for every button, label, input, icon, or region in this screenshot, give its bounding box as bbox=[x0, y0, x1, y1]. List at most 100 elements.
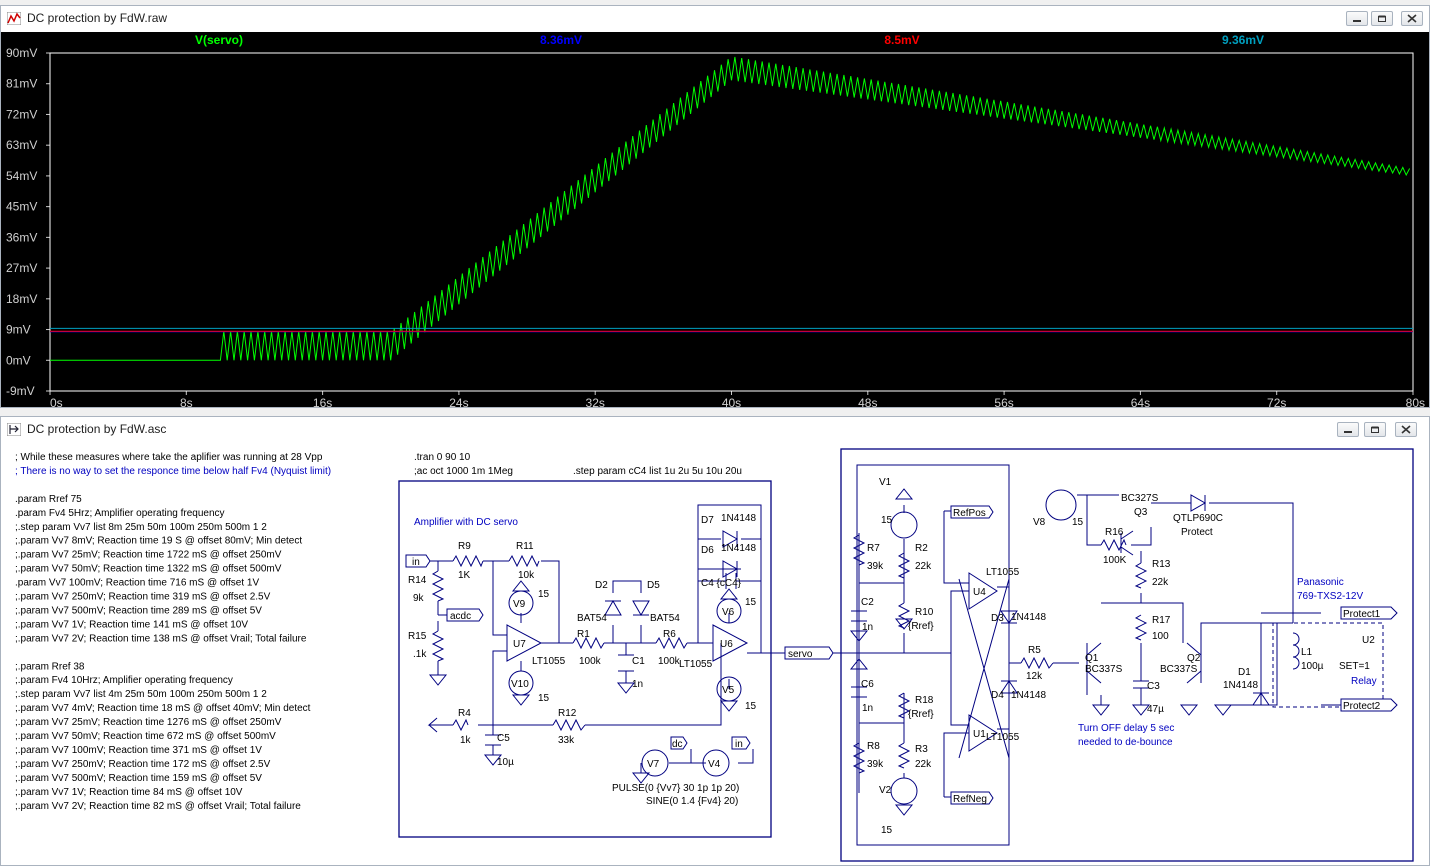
y-tick-label: 54mV bbox=[6, 169, 37, 183]
resistor-r15-symbol bbox=[431, 630, 445, 662]
r13-value: 22k bbox=[1152, 577, 1169, 588]
diode-d5-symbol bbox=[632, 600, 650, 617]
net-label-refneg[interactable]: RefNeg bbox=[953, 794, 987, 805]
r12-value: 33k bbox=[558, 735, 575, 746]
spice-comment-line[interactable]: .param Vv7 100mV; Reaction time 716 mS @… bbox=[15, 578, 259, 589]
net-label-protect2[interactable]: Protect2 bbox=[1343, 701, 1381, 712]
u6-name: U6 bbox=[720, 639, 733, 650]
spice-comment-line[interactable]: ;.param Vv7 500mV; Reaction time 289 mS … bbox=[15, 605, 262, 616]
schematic-app-icon bbox=[7, 423, 21, 436]
spice-comment-line[interactable]: ;.param Vv7 500mV; Reaction time 159 mS … bbox=[15, 773, 262, 784]
spice-comment-line[interactable]: ;.param Vv7 8mV; Reaction time 19 S @ of… bbox=[15, 536, 302, 547]
r2-value: 22k bbox=[915, 561, 932, 572]
step-directive[interactable]: .step param cC4 list 1u 2u 5u 10u 20u bbox=[573, 466, 742, 477]
u7-name: U7 bbox=[513, 639, 526, 650]
tran-directive[interactable]: .tran 0 90 10 bbox=[414, 452, 471, 463]
v4-name: V4 bbox=[708, 759, 721, 770]
x-tick-label: 72s bbox=[1267, 396, 1286, 407]
minimize-button[interactable] bbox=[1337, 422, 1359, 437]
legend-trace-3[interactable]: 9.36mV bbox=[1222, 33, 1264, 47]
legend-trace-0[interactable]: V(servo) bbox=[195, 33, 243, 47]
r10-value: {Rref} bbox=[908, 621, 934, 632]
v1-value: 15 bbox=[881, 515, 893, 526]
spice-comment-line[interactable]: ;.step param Vv7 list 8m 25m 50m 100m 25… bbox=[15, 522, 267, 533]
spice-comment-line[interactable]: ;.param Vv7 4mV; Reaction time 18 mS @ o… bbox=[15, 703, 311, 714]
opamp-u6-symbol bbox=[712, 624, 749, 662]
ground-symbol bbox=[428, 580, 739, 784]
schematic-canvas[interactable]: ; While these measures where take the ap… bbox=[1, 443, 1429, 865]
d1-value: 1N4148 bbox=[1223, 680, 1258, 691]
spice-comment-line[interactable]: ;.param Vv7 1V; Reaction time 84 mS @ of… bbox=[15, 787, 243, 798]
spice-comment-line[interactable]: ;.param Vv7 1V; Reaction time 141 mS @ o… bbox=[15, 619, 248, 630]
r18-name: R18 bbox=[915, 695, 934, 706]
net-label-servo[interactable]: servo bbox=[788, 649, 813, 660]
spice-comment-line[interactable]: ;.param Vv7 50mV; Reaction time 672 mS @… bbox=[15, 731, 276, 742]
spice-comment-line[interactable]: .param Fv4 5Hrz; Amplifier operating fre… bbox=[15, 508, 225, 519]
source-v1-symbol bbox=[890, 511, 918, 539]
restore-button[interactable] bbox=[1371, 11, 1393, 26]
d5-value: BAT54 bbox=[650, 613, 680, 624]
spice-comment-line[interactable]: ; There is no way to set the responce ti… bbox=[15, 466, 331, 477]
spice-comment-line[interactable]: ;.param Rref 38 bbox=[15, 661, 85, 672]
restore-button[interactable] bbox=[1364, 422, 1386, 437]
spice-comment-line[interactable]: ;.param Vv7 250mV; Reaction time 319 mS … bbox=[15, 592, 271, 603]
trace-vservo[interactable] bbox=[50, 56, 1411, 361]
capacitor-c5-symbol bbox=[485, 734, 501, 746]
legend-trace-1[interactable]: 8.36mV bbox=[540, 33, 582, 47]
spice-comment-line[interactable]: ;.param Vv7 50mV; Reaction time 1322 mS … bbox=[15, 564, 282, 575]
d1-name: D1 bbox=[1238, 667, 1251, 678]
spice-comment-line[interactable]: ;.step param Vv7 list 4m 25m 50m 100m 25… bbox=[15, 689, 267, 700]
plot-area[interactable]: 90mV81mV72mV63mV54mV45mV36mV27mV18mV9mV0… bbox=[1, 32, 1429, 407]
u2-name: U2 bbox=[1362, 635, 1375, 646]
capacitor-c3-symbol bbox=[1133, 680, 1149, 689]
net-label-acdc[interactable]: acdc bbox=[450, 611, 471, 622]
d2-value: BAT54 bbox=[577, 613, 607, 624]
source-v7-symbol bbox=[641, 749, 669, 777]
minimize-icon bbox=[1344, 431, 1352, 433]
net-label-dc[interactable]: dc bbox=[672, 739, 683, 750]
resistor-r17-symbol bbox=[1134, 614, 1148, 641]
resistor-r18-symbol bbox=[897, 692, 911, 719]
spice-comment-line[interactable]: ;.param Vv7 2V; Reaction time 82 mS @ of… bbox=[15, 801, 301, 812]
d4-value: 1N4148 bbox=[1011, 690, 1046, 701]
close-button[interactable] bbox=[1401, 11, 1423, 26]
r6-name: R6 bbox=[663, 629, 676, 640]
legend-trace-2[interactable]: 8.5mV bbox=[884, 33, 919, 47]
opamp-u4-symbol bbox=[968, 572, 998, 610]
plot-window-titlebar[interactable]: DC protection by FdW.raw bbox=[1, 6, 1429, 33]
net-label-in-source[interactable]: in bbox=[735, 739, 743, 750]
spice-comment-line[interactable]: ;.param Vv7 25mV; Reaction time 1722 mS … bbox=[15, 550, 282, 561]
comparator-net-flags bbox=[950, 505, 1398, 805]
r16-value: 100K bbox=[1103, 555, 1127, 566]
c5-name: C5 bbox=[497, 733, 510, 744]
y-tick-label: 0mV bbox=[6, 353, 31, 367]
restore-icon bbox=[1371, 426, 1379, 433]
spice-comment-line[interactable]: ;.param Vv7 25mV; Reaction time 1276 mS … bbox=[15, 717, 282, 728]
v10-name: V10 bbox=[511, 679, 529, 690]
spice-comment-line[interactable]: ;.param Vv7 250mV; Reaction time 172 mS … bbox=[15, 759, 271, 770]
r13-name: R13 bbox=[1152, 559, 1171, 570]
close-button[interactable] bbox=[1395, 422, 1417, 437]
x-tick-label: 80s bbox=[1406, 396, 1425, 407]
plot-frame bbox=[49, 52, 1414, 392]
u4-name: U4 bbox=[973, 587, 986, 598]
ac-directive[interactable]: ;ac oct 1000 1m 1Meg bbox=[414, 466, 513, 477]
schematic-window-titlebar[interactable]: DC protection by FdW.asc bbox=[1, 417, 1429, 444]
net-label-protect1[interactable]: Protect1 bbox=[1343, 609, 1381, 620]
u4-value: LT1055 bbox=[986, 567, 1020, 578]
comparator-wires bbox=[839, 494, 1341, 798]
spice-comment-line[interactable]: ;.param Vv7 2V; Reaction time 138 mS @ o… bbox=[15, 633, 307, 644]
r11-name: R11 bbox=[516, 541, 534, 552]
spice-comment-line[interactable]: ; While these measures where take the ap… bbox=[15, 452, 323, 463]
spice-comment-line[interactable]: .param Rref 75 bbox=[15, 494, 82, 505]
spice-comment-line[interactable]: ;.param Fv4 10Hrz; Amplifier operating f… bbox=[15, 675, 233, 686]
minimize-button[interactable] bbox=[1346, 11, 1368, 26]
capacitor-c1-symbol bbox=[618, 654, 634, 672]
d6-name: D6 bbox=[701, 545, 714, 556]
spice-comment-line[interactable]: ;.param Vv7 100mV; Reaction time 371 mS … bbox=[15, 745, 262, 756]
d7-name: D7 bbox=[701, 515, 714, 526]
net-label-in[interactable]: in bbox=[412, 557, 420, 568]
d4-name: D4 bbox=[991, 690, 1004, 701]
r12-name: R12 bbox=[558, 708, 577, 719]
net-label-refpos[interactable]: RefPos bbox=[953, 508, 986, 519]
